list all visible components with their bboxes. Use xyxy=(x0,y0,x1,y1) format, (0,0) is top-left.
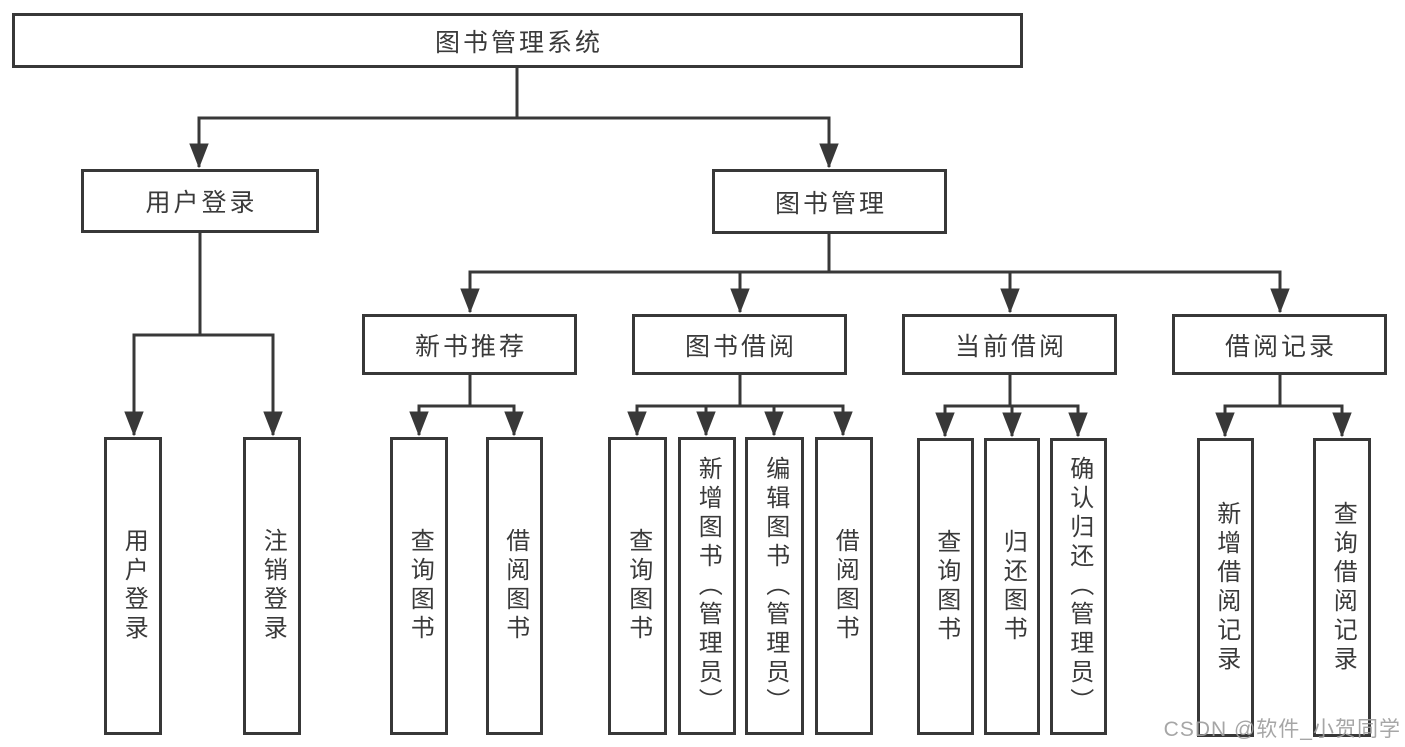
node-root-library-system: 图书管理系统 xyxy=(12,13,1023,68)
node-current-borrow: 当前借阅 xyxy=(902,314,1117,375)
leaf-add-books-admin: 新增图书（管理员） xyxy=(678,437,736,735)
leaf-logout: 注销登录 xyxy=(243,437,301,735)
node-label: 新书推荐 xyxy=(414,332,527,361)
node-new-book-recommend: 新书推荐 xyxy=(362,314,577,375)
node-label: 查询借阅记录 xyxy=(1329,500,1357,675)
node-label: 图书借阅 xyxy=(684,332,797,361)
leaf-user-login: 用户登录 xyxy=(104,437,162,735)
node-label: 查询图书 xyxy=(624,528,652,644)
leaf-return-books: 归还图书 xyxy=(984,438,1040,735)
leaf-edit-books-admin: 编辑图书（管理员） xyxy=(745,437,804,735)
leaf-query-borrow-record: 查询借阅记录 xyxy=(1313,438,1371,737)
node-label: 借阅图书 xyxy=(831,528,859,644)
node-book-management: 图书管理 xyxy=(712,169,947,234)
leaf-query-books-borrow: 查询图书 xyxy=(608,437,667,735)
node-label: 图书管理 xyxy=(774,189,887,218)
node-book-borrow: 图书借阅 xyxy=(632,314,847,375)
node-label: 新增图书（管理员） xyxy=(694,455,722,717)
node-label: 归还图书 xyxy=(999,528,1027,645)
node-label: 借阅图书 xyxy=(501,528,529,644)
leaf-confirm-return-admin: 确认归还（管理员） xyxy=(1050,438,1107,735)
leaf-borrow-books: 借阅图书 xyxy=(815,437,873,735)
leaf-query-books-recommend: 查询图书 xyxy=(390,437,448,735)
node-user-login: 用户登录 xyxy=(81,169,319,233)
node-label: 借阅记录 xyxy=(1224,332,1337,361)
leaf-query-books-current: 查询图书 xyxy=(917,438,974,735)
node-label: 用户登录 xyxy=(145,189,258,217)
node-label: 查询图书 xyxy=(932,528,960,645)
node-label: 用户登录 xyxy=(120,528,148,644)
node-label: 当前借阅 xyxy=(954,332,1067,361)
csdn-watermark: CSDN @软件_小贺同学 xyxy=(1163,718,1401,741)
node-borrow-records: 借阅记录 xyxy=(1172,314,1387,375)
leaf-add-borrow-record: 新增借阅记录 xyxy=(1197,438,1254,737)
node-label: 新增借阅记录 xyxy=(1212,500,1240,675)
node-label: 注销登录 xyxy=(259,528,287,644)
node-label: 确认归还（管理员） xyxy=(1065,456,1093,717)
node-label: 编辑图书（管理员） xyxy=(761,455,789,717)
leaf-borrow-books-recommend: 借阅图书 xyxy=(486,437,543,735)
node-label: 查询图书 xyxy=(406,528,434,644)
node-label: 图书管理系统 xyxy=(434,28,603,57)
